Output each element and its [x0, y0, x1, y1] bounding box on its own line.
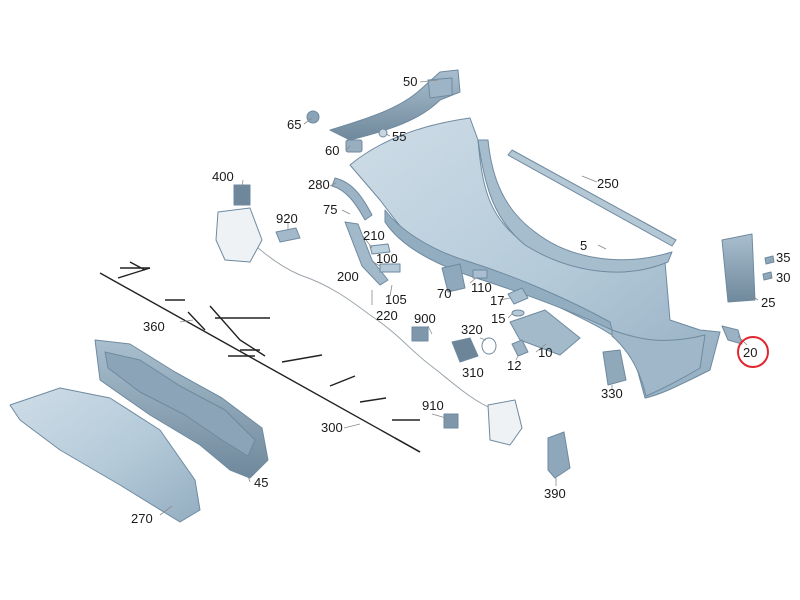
cover-panel-part[interactable] — [509, 309, 581, 356]
callout-15[interactable]: 15 — [491, 311, 505, 326]
control-module-part[interactable] — [233, 184, 251, 206]
bumper-cover-part[interactable] — [349, 117, 721, 399]
callout-75[interactable]: 75 — [323, 202, 337, 217]
callout-70[interactable]: 70 — [437, 286, 451, 301]
callout-5[interactable]: 5 — [580, 238, 587, 253]
lower-brace-part[interactable] — [94, 339, 269, 479]
callout-45[interactable]: 45 — [254, 475, 268, 490]
callout-10[interactable]: 10 — [538, 345, 552, 360]
callout-310[interactable]: 310 — [462, 365, 484, 380]
callout-35[interactable]: 35 — [776, 250, 790, 265]
clip-part-110[interactable] — [472, 269, 488, 279]
callout-17[interactable]: 17 — [490, 293, 504, 308]
callout-920[interactable]: 920 — [276, 211, 298, 226]
callout-30[interactable]: 30 — [776, 270, 790, 285]
callout-360[interactable]: 360 — [143, 319, 165, 334]
callout-390[interactable]: 390 — [544, 486, 566, 501]
screw-part-30[interactable] — [762, 271, 773, 281]
callout-250[interactable]: 250 — [597, 176, 619, 191]
upper-bracket-part[interactable] — [329, 69, 461, 141]
clip-part-15[interactable] — [511, 309, 525, 317]
callout-280[interactable]: 280 — [308, 177, 330, 192]
callout-900[interactable]: 900 — [414, 311, 436, 326]
sensor-ring-part[interactable] — [481, 337, 497, 355]
grommet-part[interactable] — [378, 128, 388, 138]
trim-rod-part[interactable] — [507, 149, 677, 247]
reservoir-part[interactable] — [215, 207, 263, 263]
diffuser-part[interactable] — [9, 387, 201, 523]
callout-105[interactable]: 105 — [385, 292, 407, 307]
reservoir-part-2[interactable] — [487, 399, 523, 446]
side-mount-part[interactable] — [721, 233, 756, 303]
clip-part-60[interactable] — [345, 139, 363, 153]
highlight-ring — [737, 336, 769, 368]
callout-12[interactable]: 12 — [507, 358, 521, 373]
callout-220[interactable]: 220 — [376, 308, 398, 323]
callout-270[interactable]: 270 — [131, 511, 153, 526]
corner-bracket-part[interactable] — [547, 431, 571, 479]
callout-100[interactable]: 100 — [376, 251, 398, 266]
callout-25[interactable]: 25 — [761, 295, 775, 310]
callout-330[interactable]: 330 — [601, 386, 623, 401]
sensor-holder-part-12[interactable] — [511, 339, 529, 357]
leader-lines — [159, 79, 771, 516]
callout-55[interactable]: 55 — [392, 129, 406, 144]
callout-400[interactable]: 400 — [212, 169, 234, 184]
callout-110[interactable]: 110 — [471, 280, 492, 295]
callout-60[interactable]: 60 — [325, 143, 339, 158]
callout-300[interactable]: 300 — [321, 420, 343, 435]
trim-strip-part[interactable] — [331, 177, 373, 221]
callout-200[interactable]: 200 — [337, 269, 359, 284]
lower-bracket-part[interactable] — [602, 349, 627, 386]
callout-65[interactable]: 65 — [287, 117, 301, 132]
callout-50[interactable]: 50 — [403, 74, 417, 89]
connector-part-920[interactable] — [275, 227, 301, 243]
bracket-part-70[interactable] — [441, 263, 466, 293]
callout-20[interactable]: 20 — [743, 345, 757, 360]
callout-320[interactable]: 320 — [461, 322, 483, 337]
screw-part-65[interactable] — [306, 110, 320, 124]
clip-part-210[interactable] — [369, 243, 391, 255]
callout-910[interactable]: 910 — [422, 398, 444, 413]
callout-210[interactable]: 210 — [363, 228, 385, 243]
clip-part-17[interactable] — [507, 287, 529, 305]
wiring-grid-part[interactable] — [99, 261, 421, 453]
screw-part-35[interactable] — [764, 255, 775, 265]
side-bracket-part[interactable] — [344, 221, 401, 286]
clip-part-20[interactable] — [721, 325, 743, 345]
sensor-connector-part[interactable] — [411, 326, 429, 342]
sensor-part-310[interactable] — [451, 337, 479, 363]
connector-part-910[interactable] — [443, 413, 459, 429]
callout-labels: 50 65 55 60 400 280 250 75 920 210 5 35 … — [131, 74, 790, 526]
